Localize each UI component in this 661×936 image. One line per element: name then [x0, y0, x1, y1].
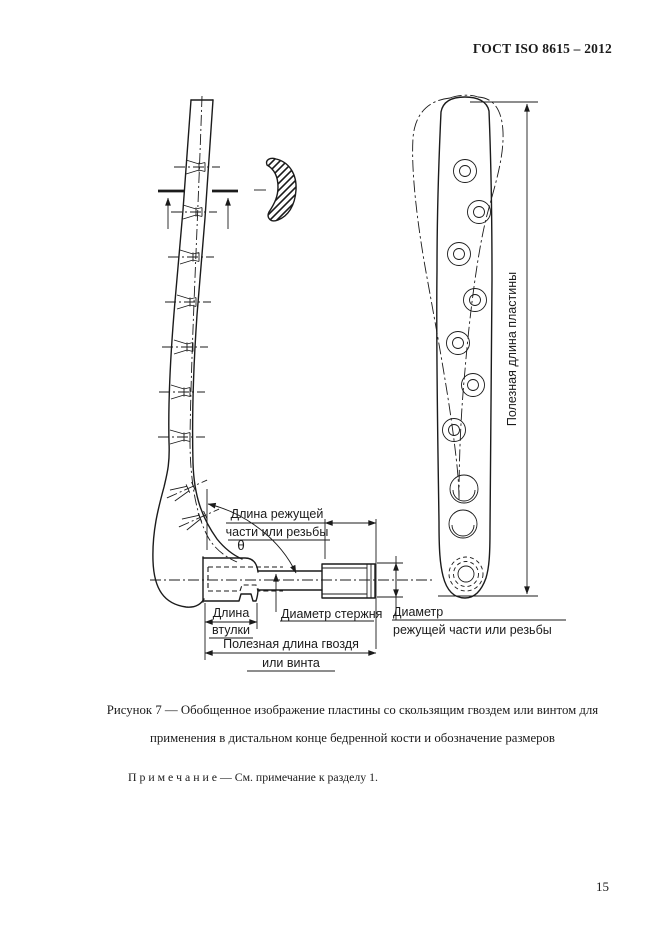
dim-plate-length: Полезная длина пластины	[438, 101, 538, 597]
label-nail-length-2: или винта	[262, 656, 320, 670]
section-arrows	[158, 189, 238, 229]
dim-shaft-diameter: Диаметр стержня	[273, 573, 382, 622]
barrel-hole	[448, 556, 484, 592]
label-sleeve-length-1: Длина	[213, 606, 250, 620]
label-sleeve-length-2: втулки	[212, 623, 250, 637]
plate-cross-section	[254, 157, 297, 222]
label-shaft-diameter: Диаметр стержня	[281, 607, 382, 621]
dim-cutting-diameter: Диаметр режущей части или резьбы	[377, 556, 566, 637]
label-plate-length: Полезная длина пластины	[505, 272, 519, 426]
label-cutting-diameter-1: Диаметр	[393, 605, 443, 619]
figure-note: П р и м е ч а н и е — См. примечание к р…	[128, 770, 378, 784]
plate-front-view	[412, 94, 504, 599]
dim-nail-length: Полезная длина гвоздя или винта	[204, 637, 377, 672]
plate-hole-marks	[158, 159, 220, 531]
standard-header: ГОСТ ISO 8615 – 2012	[472, 41, 612, 56]
dim-sleeve-length: Длина втулки	[204, 603, 258, 660]
label-nail-length-1: Полезная длина гвоздя	[223, 637, 359, 651]
phantom-outline	[412, 94, 504, 501]
dim-theta-angle: θ	[206, 489, 297, 574]
figure-caption: Рисунок 7 — Обобщенное изображение пласт…	[72, 696, 633, 752]
figure-caption-line2: применения в дистальном конце бедренной …	[150, 731, 555, 745]
label-theta: θ	[237, 538, 245, 553]
figure-drawing: Длина режущей части или резьбы θ Длина в…	[150, 94, 566, 672]
page-number: 15	[596, 879, 609, 894]
figure-caption-line1: Рисунок 7 — Обобщенное изображение пласт…	[106, 703, 599, 717]
plate-holes	[442, 159, 491, 442]
plate-slotted-holes	[448, 474, 479, 539]
label-cutting-length-2: части или резьбы	[226, 525, 329, 539]
label-cutting-diameter-2: режущей части или резьбы	[393, 623, 552, 637]
